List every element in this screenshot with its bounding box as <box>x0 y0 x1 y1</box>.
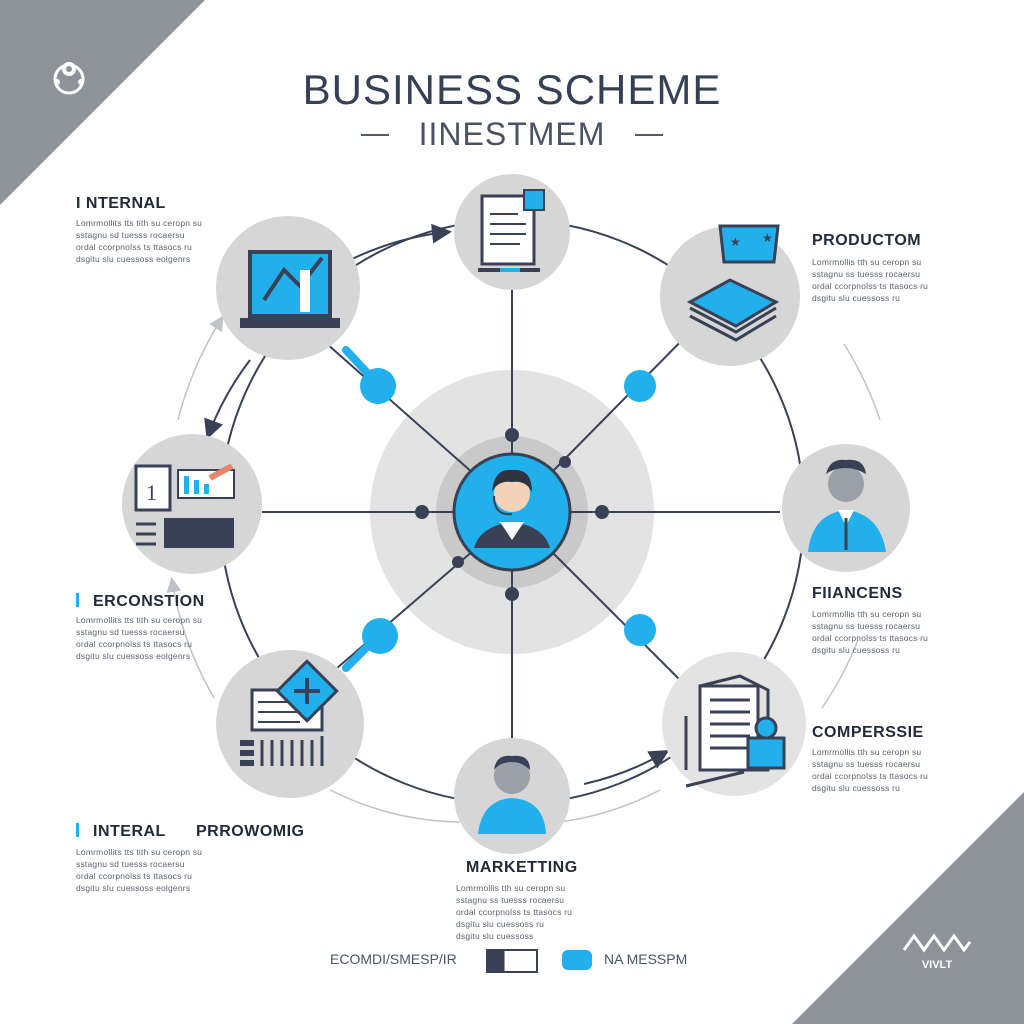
label-accent-bar <box>76 593 79 607</box>
person-headset-icon <box>452 452 572 572</box>
svg-text:★: ★ <box>762 231 773 245</box>
svg-text:★: ★ <box>730 235 741 249</box>
building-icon <box>662 652 806 796</box>
legend-right-text: NA MESSPM <box>604 951 688 967</box>
outer-arc-lower-right <box>821 639 859 709</box>
label-internal-top: I NTERNAL <box>76 195 166 212</box>
calendar-chart-icon: 1 <box>122 434 262 574</box>
desc-internal-bottom: Lomrmollits tts tith su ceropn su sstagn… <box>76 847 203 893</box>
page-title: BUSINESS SCHEME <box>302 66 722 113</box>
svg-text:1: 1 <box>146 480 157 505</box>
laptop-chart-icon <box>216 216 360 360</box>
outer-arc-left <box>177 315 224 421</box>
clipboard-plus-icon <box>216 650 364 798</box>
desc-compersie: Lomrmollis tth su ceropn su sstagnu ss t… <box>812 747 929 793</box>
outer-arc-right <box>843 343 881 421</box>
outer-arc-bottom-left <box>329 789 461 823</box>
label-erconstion-text: ERCONSTION <box>93 593 205 610</box>
label-financens: FIIANCENS <box>812 585 903 602</box>
desc-marketing: Lomrmollis tth su ceropn su sstagnu ss t… <box>456 883 573 941</box>
ring-arrow-top <box>349 223 452 261</box>
label-accent-bar <box>76 823 79 837</box>
page-subtitle: IINESTMEM <box>418 116 606 152</box>
person-icon <box>454 738 570 854</box>
legend-swatch-blue <box>562 950 592 970</box>
desc-erconstion: Lomrmollits tts tith su ceropn su sstagn… <box>76 615 203 661</box>
brand-logo-icon: VIVLT <box>902 933 972 971</box>
desc-production: Lomrmollis tth su ceropn su sstagnu ss t… <box>812 257 929 303</box>
label-erconstion: ERCONSTION <box>76 593 205 611</box>
label-production: PRODUCTOM <box>812 232 922 249</box>
legend-left-text: ECOMDI/SMESP/IR <box>330 951 457 967</box>
desc-internal-top: Lomrmollits tts tith su ceropn su sstagn… <box>76 218 203 264</box>
label-internal-bottom: INTERAL <box>76 823 166 841</box>
corner-decoration-top-left <box>0 0 205 205</box>
businessman-icon <box>782 444 910 572</box>
outer-arc-bottom-right <box>559 789 661 823</box>
subtitle-row: IINESTMEM <box>0 116 1024 153</box>
label-marketing: MARKETTING <box>466 859 578 876</box>
product-layers-icon: ★ ★ <box>660 224 800 366</box>
spoke-nodes <box>415 428 609 601</box>
outer-arc-lower-left <box>166 577 215 699</box>
label-internal-bottom-text: INTERAL <box>93 823 166 840</box>
subtitle-dash-left <box>360 133 389 136</box>
brand-logo-text: VIVLT <box>922 959 953 971</box>
legend-swatch-dark <box>486 949 538 973</box>
corner-decoration-bottom-right <box>792 792 1024 1024</box>
connector-pins <box>342 346 656 672</box>
document-icon <box>454 174 570 290</box>
location-logo-icon <box>53 62 85 95</box>
label-internal-bottom-secondary: PRROWOMIG <box>196 823 305 840</box>
subtitle-dash-right <box>635 133 664 136</box>
desc-financens: Lomrmollis tth su ceropn su sstagnu ss t… <box>812 609 929 655</box>
ring-arrow-left <box>204 359 251 440</box>
label-compersie: COMPERSSIE <box>812 724 924 741</box>
ring-arrow-bottom <box>583 750 670 785</box>
